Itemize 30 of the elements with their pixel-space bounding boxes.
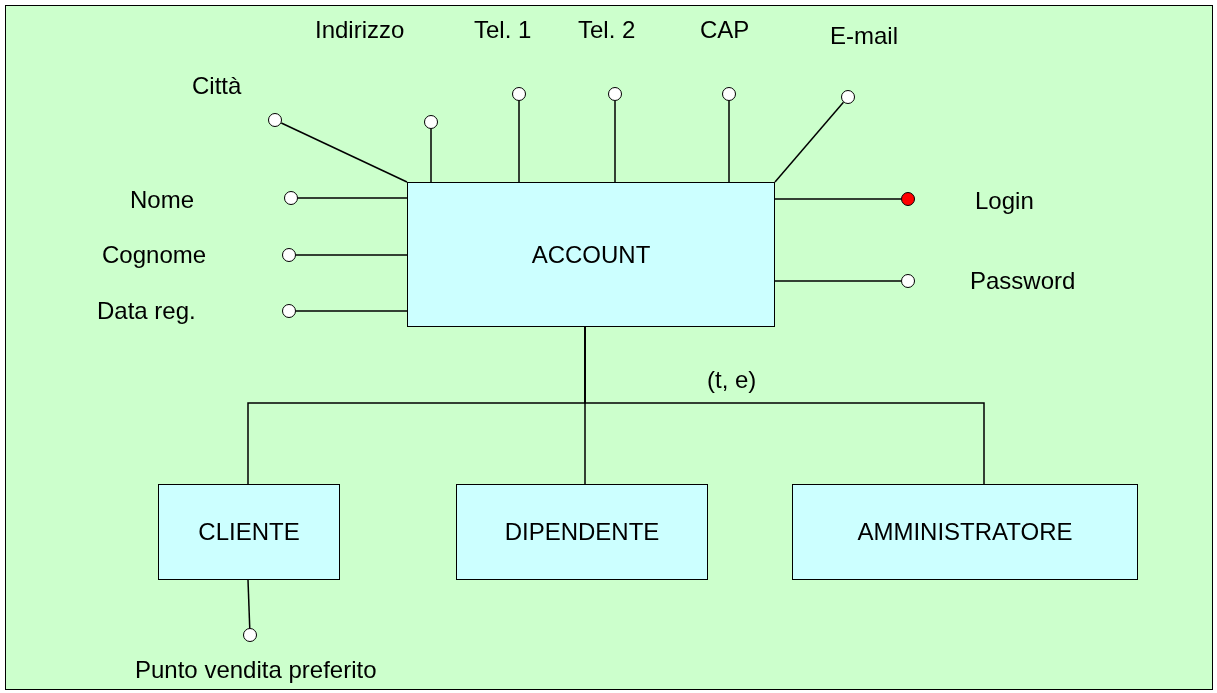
attribute-label: Login [975, 187, 1034, 215]
attribute-label: CAP [700, 16, 750, 44]
connector-line [247, 579, 251, 629]
attribute-label: Tel. 2 [578, 16, 636, 44]
connector-line [430, 128, 432, 183]
attribute-label: E-mail [830, 22, 898, 50]
attribute-label: Punto vendita preferito [135, 656, 377, 684]
constraint-label: (t, e) [707, 366, 757, 394]
entity-box: AMMINISTRATORE [792, 484, 1138, 580]
attribute-label: Data reg. [97, 297, 196, 325]
attribute-label: Cognome [102, 241, 207, 269]
entity-box: CLIENTE [158, 484, 340, 580]
attribute-label: Città [192, 72, 242, 100]
connector-line [518, 100, 520, 183]
connector-line [584, 326, 985, 485]
entity-box: DIPENDENTE [456, 484, 708, 580]
connector-line [295, 254, 408, 256]
attribute-label: Indirizzo [315, 16, 405, 44]
attribute-label: Password [970, 267, 1076, 295]
entity-box: ACCOUNT [407, 182, 775, 327]
connector-line [297, 197, 408, 199]
attribute-label: Nome [130, 186, 195, 214]
connector-line [614, 100, 616, 183]
connector-line [774, 280, 902, 282]
connector-line [774, 101, 845, 183]
connector-line [774, 198, 902, 200]
connector-line [295, 310, 408, 312]
connector-line [728, 100, 730, 183]
attribute-label: Tel. 1 [474, 16, 532, 44]
connector-line [280, 122, 408, 183]
